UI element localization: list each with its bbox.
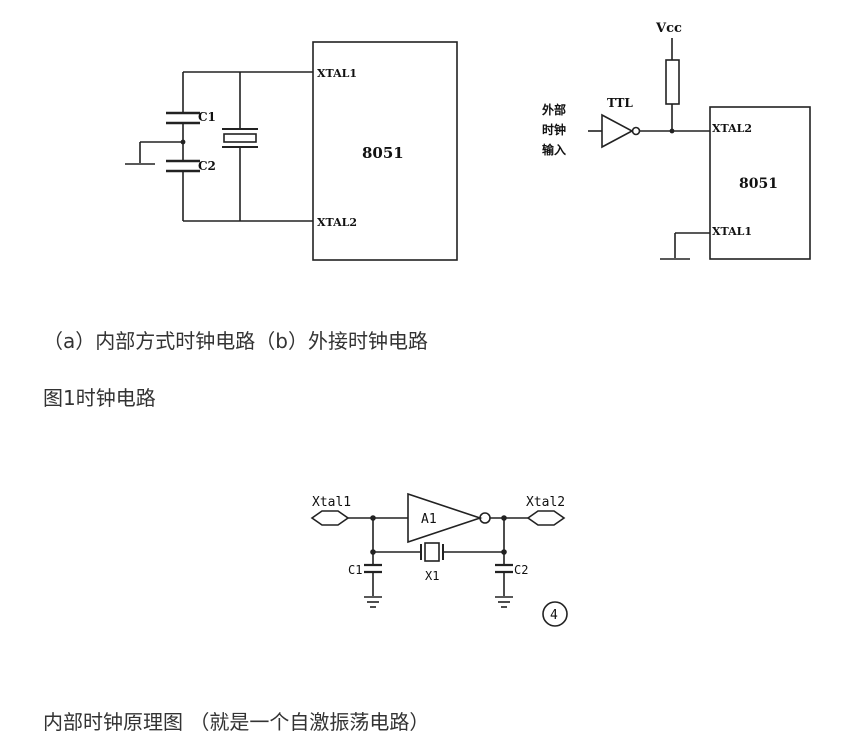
ttl-buffer <box>601 113 634 149</box>
figure2-caption: 内部时钟原理图 （就是一个自激振荡电路） <box>43 710 430 734</box>
right-chip-label: 8051 <box>739 176 778 192</box>
amplifier-a1 <box>407 492 483 544</box>
pullup-resistor <box>665 59 680 105</box>
ext-clock-line3: 输入 <box>542 142 566 157</box>
amp-label: A1 <box>421 512 437 527</box>
crystal-x1 <box>424 542 440 562</box>
figure1-subcaption: （a）内部方式时钟电路（b）外接时钟电路 <box>43 329 428 353</box>
chip-8051-right <box>709 106 811 260</box>
xtal2-label: Xtal2 <box>526 495 565 510</box>
right-pin-xtal2: XTAL2 <box>712 122 752 135</box>
ext-clock-line2: 时钟 <box>542 122 566 137</box>
left-cap-c1: C1 <box>198 110 216 124</box>
xtal2-terminal <box>526 510 566 526</box>
cap-c1-label: C1 <box>348 563 362 577</box>
crystal-left <box>223 133 257 143</box>
xtal1-label: Xtal1 <box>312 495 351 510</box>
right-pin-xtal1: XTAL1 <box>712 225 752 238</box>
badge-label: 4 <box>550 608 558 623</box>
cap-c2-label: C2 <box>514 563 528 577</box>
left-pin-xtal1: XTAL1 <box>317 67 357 80</box>
ext-clock-line1: 外部 <box>542 102 566 117</box>
left-chip-label: 8051 <box>362 144 404 162</box>
figure1-caption: 图1时钟电路 <box>43 386 156 410</box>
left-cap-c2: C2 <box>198 159 216 173</box>
chip-8051-left <box>312 41 458 261</box>
crystal-label: X1 <box>425 569 439 583</box>
ttl-label: TTL <box>607 96 633 110</box>
vcc-label: Vcc <box>655 21 682 36</box>
left-pin-xtal2: XTAL2 <box>317 216 357 229</box>
xtal1-terminal <box>310 510 350 526</box>
figure-badge <box>542 601 568 627</box>
